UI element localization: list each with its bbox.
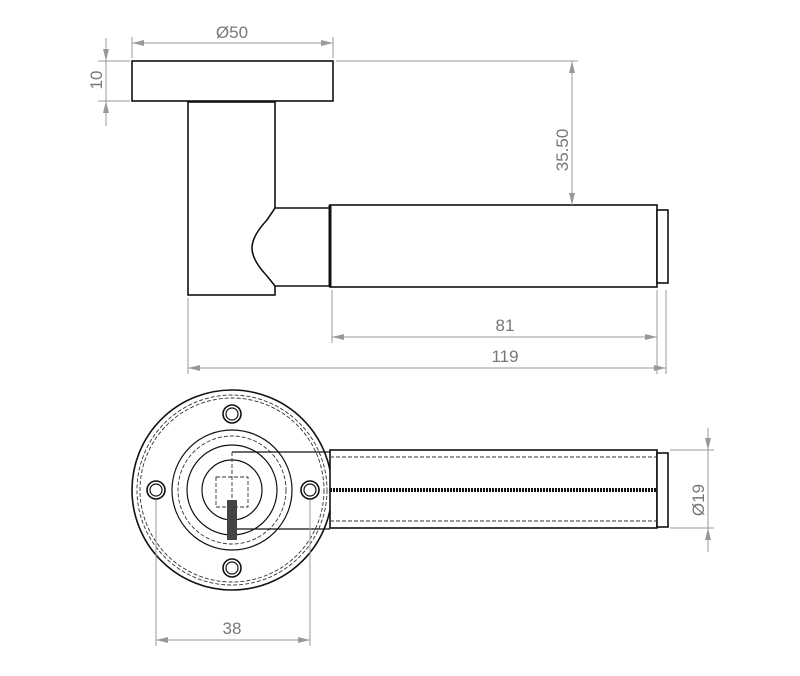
dim-grip-diameter: Ø19 [689, 484, 708, 516]
grub-screw [227, 500, 237, 540]
dim-overall-length: 119 [491, 347, 518, 366]
grip [329, 204, 658, 288]
front-view [131, 389, 669, 591]
dim-rose-thickness: 10 [87, 71, 106, 90]
end-cap [656, 209, 669, 284]
dim-grip-length: 81 [496, 316, 515, 335]
side-view [131, 60, 669, 296]
connector [251, 207, 331, 287]
dim-lever-height: 35.50 [553, 129, 572, 172]
dimension-lines [98, 37, 714, 646]
rose-plate [131, 60, 334, 102]
dim-rose-diameter: Ø50 [216, 23, 248, 42]
dim-hole-spacing: 38 [223, 619, 242, 638]
screw-holes [146, 404, 320, 578]
